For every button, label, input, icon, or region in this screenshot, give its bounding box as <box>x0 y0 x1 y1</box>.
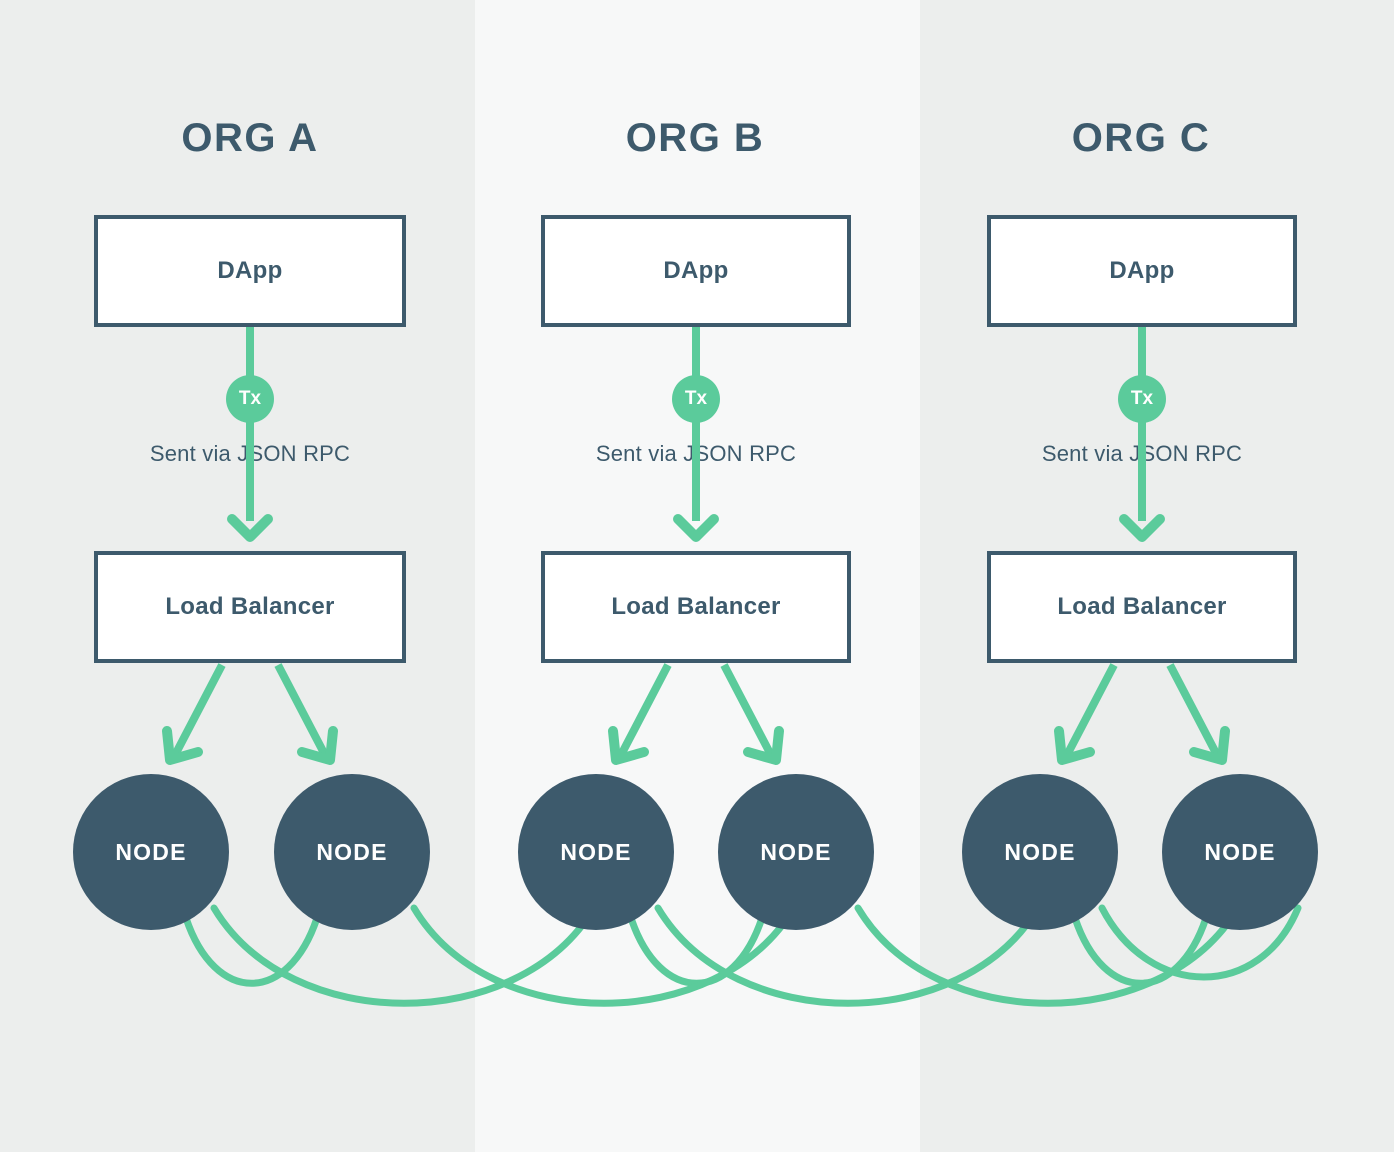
node-circle-b1[interactable]: NODE <box>518 774 674 930</box>
tx-badge-label: Tx <box>684 388 708 409</box>
load-balancer-box-org-c[interactable]: Load Balancer <box>987 551 1297 663</box>
load-balancer-label: Load Balancer <box>1057 593 1227 620</box>
node-label: NODE <box>1004 838 1076 865</box>
load-balancer-label: Load Balancer <box>165 593 335 620</box>
node-circle-a2[interactable]: NODE <box>274 774 430 930</box>
tx-badge-org-b: Tx <box>672 375 720 423</box>
load-balancer-box-org-b[interactable]: Load Balancer <box>541 551 851 663</box>
tx-badge-label: Tx <box>1130 388 1154 409</box>
tx-badge-label: Tx <box>238 388 262 409</box>
node-circle-c1[interactable]: NODE <box>962 774 1118 930</box>
node-circle-a1[interactable]: NODE <box>73 774 229 930</box>
node-label: NODE <box>760 838 832 865</box>
dapp-label: DApp <box>1109 257 1175 284</box>
node-label: NODE <box>316 838 388 865</box>
node-label: NODE <box>115 838 187 865</box>
load-balancer-box-org-a[interactable]: Load Balancer <box>94 551 406 663</box>
tx-badge-org-a: Tx <box>226 375 274 423</box>
dapp-box-org-b[interactable]: DApp <box>541 215 851 327</box>
json-rpc-label-org-b: Sent via JSON RPC <box>595 441 797 466</box>
json-rpc-label-org-c: Sent via JSON RPC <box>1041 441 1243 466</box>
org-title-b: ORG B <box>625 116 765 160</box>
dapp-label: DApp <box>663 257 729 284</box>
node-circle-c2[interactable]: NODE <box>1162 774 1318 930</box>
dapp-box-org-c[interactable]: DApp <box>987 215 1297 327</box>
org-title-c: ORG C <box>1071 116 1211 160</box>
org-title-a: ORG A <box>181 116 319 160</box>
dapp-box-org-a[interactable]: DApp <box>94 215 406 327</box>
node-label: NODE <box>1204 838 1276 865</box>
dapp-label: DApp <box>217 257 283 284</box>
node-label: NODE <box>560 838 632 865</box>
json-rpc-label-org-a: Sent via JSON RPC <box>149 441 351 466</box>
load-balancer-label: Load Balancer <box>611 593 781 620</box>
node-circle-b2[interactable]: NODE <box>718 774 874 930</box>
tx-badge-org-c: Tx <box>1118 375 1166 423</box>
